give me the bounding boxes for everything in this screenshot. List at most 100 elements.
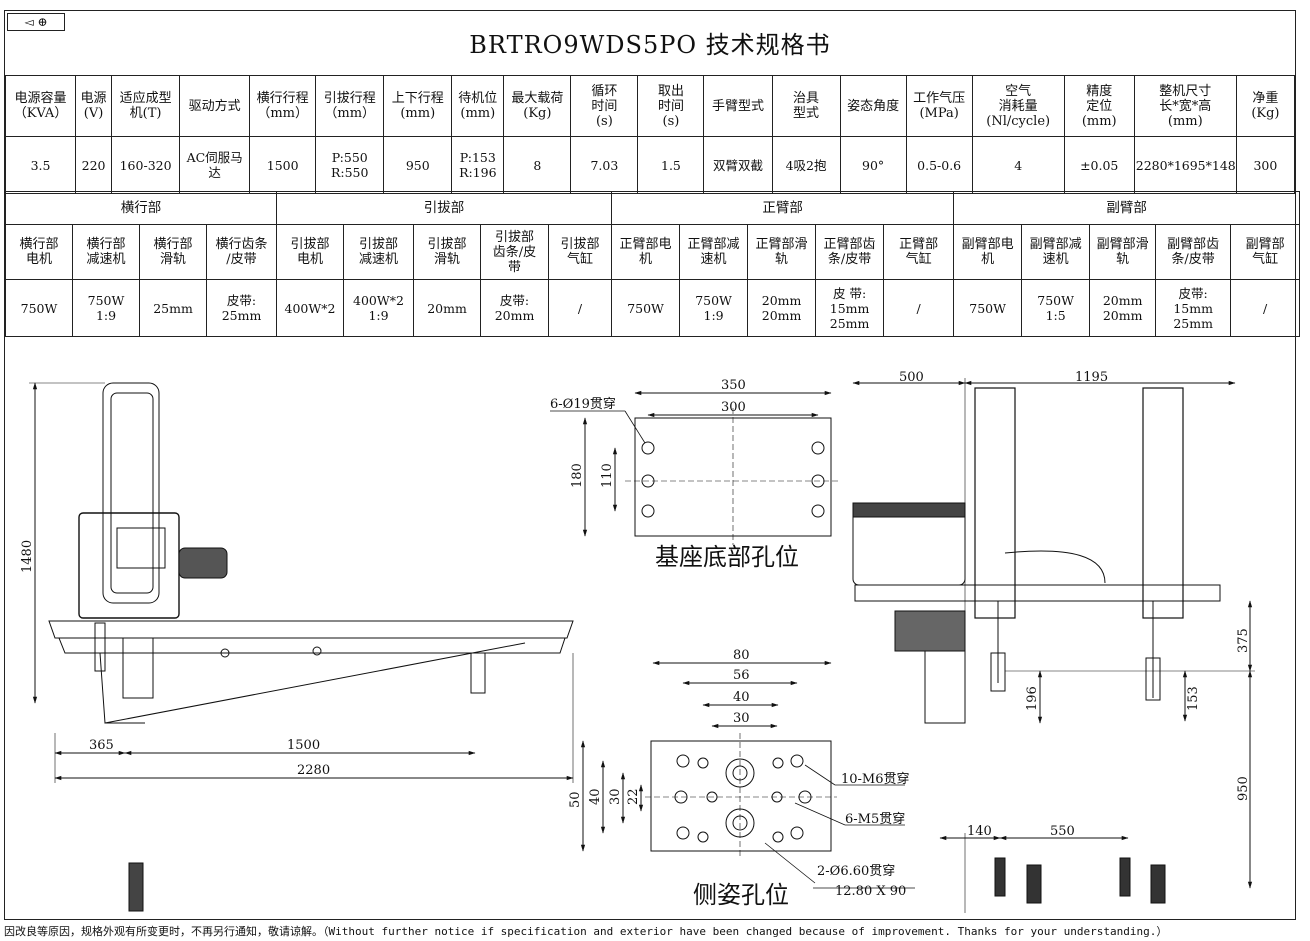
- component-value: /: [883, 279, 955, 337]
- component-header: 横行部 电机: [5, 224, 73, 280]
- posture-d80: 80: [733, 648, 750, 663]
- side-d153: 153: [1186, 686, 1201, 711]
- spec-header: 横行行程 （mm）: [249, 75, 317, 137]
- posture-v22: 22: [626, 788, 641, 805]
- component-header: 正臂部滑 轨: [747, 224, 817, 280]
- spec-header: 上下行程 (mm): [383, 75, 453, 137]
- side-d196: 196: [1025, 686, 1040, 711]
- dim-height: 1480: [20, 540, 35, 573]
- dim-total: 2280: [297, 763, 330, 778]
- front-view-drawing: [48, 382, 574, 912]
- component-value-row: 750W 750W 1:9 25mm 皮带: 25mm 400W*2 400W*…: [5, 279, 1301, 337]
- spec-value: 160-320: [111, 136, 181, 194]
- posture-m5-callout: 6-M5贯穿: [845, 811, 905, 827]
- component-header-row: 横行部 电机 横行部 减速机 横行部 滑轨 横行齿条 /皮带 引拔部 电机 引拔…: [5, 224, 1301, 280]
- technical-drawing: 1480 365 1500 2280 6-Ø19贯穿 350 300 180 1…: [20, 370, 1255, 913]
- group-header: 正臂部: [611, 191, 955, 225]
- projection-symbol-icon: ◅ ⊕: [7, 13, 65, 31]
- spec-value: 950: [383, 136, 453, 194]
- spec-header-row: 电源容量 （KVA） 电源 (V) 适应成型 机(T) 驱动方式 横行行程 （m…: [4, 75, 1296, 137]
- spec-value: 300: [1235, 136, 1296, 194]
- side-d1195: 1195: [1075, 370, 1108, 385]
- posture-m6-callout: 10-M6贯穿: [841, 771, 910, 787]
- group-header: 横行部: [5, 191, 277, 225]
- component-value: 皮带: 20mm: [480, 279, 549, 337]
- component-header: 正臂部电 机: [611, 224, 681, 280]
- component-value: 750W: [953, 279, 1023, 337]
- component-value: 25mm: [139, 279, 207, 337]
- spec-sheet: ◅ ⊕ BRTRO9WDS5PO 技术规格书 电源容量 （KVA） 电源 (V)…: [4, 10, 1301, 920]
- title-bar: ◅ ⊕ BRTRO9WDS5PO 技术规格书: [5, 11, 1295, 75]
- posture-d30: 30: [733, 711, 750, 726]
- component-header: 引拔部 减速机: [343, 224, 414, 280]
- spec-value: P:550 R:550: [315, 136, 385, 194]
- component-header: 正臂部齿 条/皮带: [815, 224, 885, 280]
- base-hole-plate: [550, 390, 841, 545]
- spec-header: 最大载荷 (Kg): [503, 75, 572, 137]
- component-header: 引拔部 电机: [276, 224, 344, 280]
- spec-value: ±0.05: [1063, 136, 1135, 194]
- component-header: 副臂部减 速机: [1021, 224, 1091, 280]
- component-table: 横行部 引拔部 正臂部 副臂部 横行部 电机 横行部 减速机 横行部 滑轨 横行…: [5, 191, 1301, 337]
- spec-value: 双臂双截: [703, 136, 773, 194]
- spec-header: 净重 (Kg): [1235, 75, 1296, 137]
- side-d550a: 550: [1050, 824, 1075, 839]
- component-value: 750W: [611, 279, 681, 337]
- component-value: /: [1230, 279, 1301, 337]
- component-value: 750W 1:9: [72, 279, 140, 337]
- footer-note: 因改良等原因，规格外观有所变更时，不再另行通知，敬请谅解。（Without fu…: [4, 925, 1168, 938]
- component-value: /: [547, 279, 613, 337]
- spec-value: 4: [971, 136, 1065, 194]
- spec-value: 3.5: [4, 136, 77, 194]
- spec-header: 电源 (V): [75, 75, 113, 137]
- spec-value: 4吸2抱: [771, 136, 841, 194]
- posture-v50: 50: [568, 791, 583, 808]
- spec-header: 适应成型 机(T): [111, 75, 181, 137]
- side-d950: 950: [1236, 776, 1251, 801]
- component-header: 横行齿条 /皮带: [206, 224, 277, 280]
- group-header: 副臂部: [953, 191, 1301, 225]
- component-value: 400W*2 1:9: [343, 279, 414, 337]
- spec-header: 手臂型式: [703, 75, 773, 137]
- component-header: 副臂部 气缸: [1230, 224, 1301, 280]
- component-header: 横行部 滑轨: [139, 224, 207, 280]
- component-value: 20mm 20mm: [1089, 279, 1157, 337]
- component-header: 副臂部电 机: [953, 224, 1023, 280]
- base-w-inner: 300: [721, 400, 746, 415]
- component-group-row: 横行部 引拔部 正臂部 副臂部: [5, 191, 1301, 225]
- base-hole-label: 基座底部孔位: [655, 543, 799, 571]
- posture-pin-callout: 2-Ø6.60贯穿: [817, 863, 895, 879]
- spec-value: 220: [75, 136, 113, 194]
- component-header: 副臂部齿 条/皮带: [1155, 224, 1232, 280]
- side-dimensions: [852, 378, 1255, 913]
- component-value: 400W*2: [276, 279, 344, 337]
- spec-header: 待机位 (mm): [451, 75, 505, 137]
- spec-header: 精度 定位 (mm): [1063, 75, 1135, 137]
- spec-table: 电源容量 （KVA） 电源 (V) 适应成型 机(T) 驱动方式 横行行程 （m…: [4, 75, 1296, 194]
- component-value: 20mm: [413, 279, 481, 337]
- spec-header: 工作气压 (MPa): [905, 75, 973, 137]
- spec-value: 90°: [839, 136, 907, 194]
- component-header: 副臂部滑 轨: [1089, 224, 1157, 280]
- posture-pin-spec: 12.80 X 90: [835, 884, 906, 899]
- base-h-outer: 180: [570, 463, 585, 488]
- dim-stroke: 1500: [287, 738, 320, 753]
- posture-v40: 40: [588, 788, 603, 805]
- side-d330: 330: [989, 912, 1014, 913]
- spec-header: 整机尺寸 长*宽*高 (mm): [1133, 75, 1237, 137]
- component-value: 皮 带: 15mm 25mm: [815, 279, 885, 337]
- component-value: 750W 1:5: [1021, 279, 1091, 337]
- component-value: 皮带: 25mm: [206, 279, 277, 337]
- component-value: 750W 1:9: [679, 279, 749, 337]
- spec-value: 7.03: [570, 136, 639, 194]
- spec-value: P:153 R:196: [451, 136, 505, 194]
- side-d140: 140: [967, 824, 992, 839]
- spec-value: 8: [503, 136, 572, 194]
- spec-header: 引拔行程 （mm）: [315, 75, 385, 137]
- component-value: 皮带: 15mm 25mm: [1155, 279, 1232, 337]
- spec-value: 0.5-0.6: [905, 136, 973, 194]
- posture-d40: 40: [733, 690, 750, 705]
- spec-header: 空气 消耗量 (Nl/cycle): [971, 75, 1065, 137]
- component-header: 横行部 减速机: [72, 224, 140, 280]
- spec-value: 1.5: [637, 136, 705, 194]
